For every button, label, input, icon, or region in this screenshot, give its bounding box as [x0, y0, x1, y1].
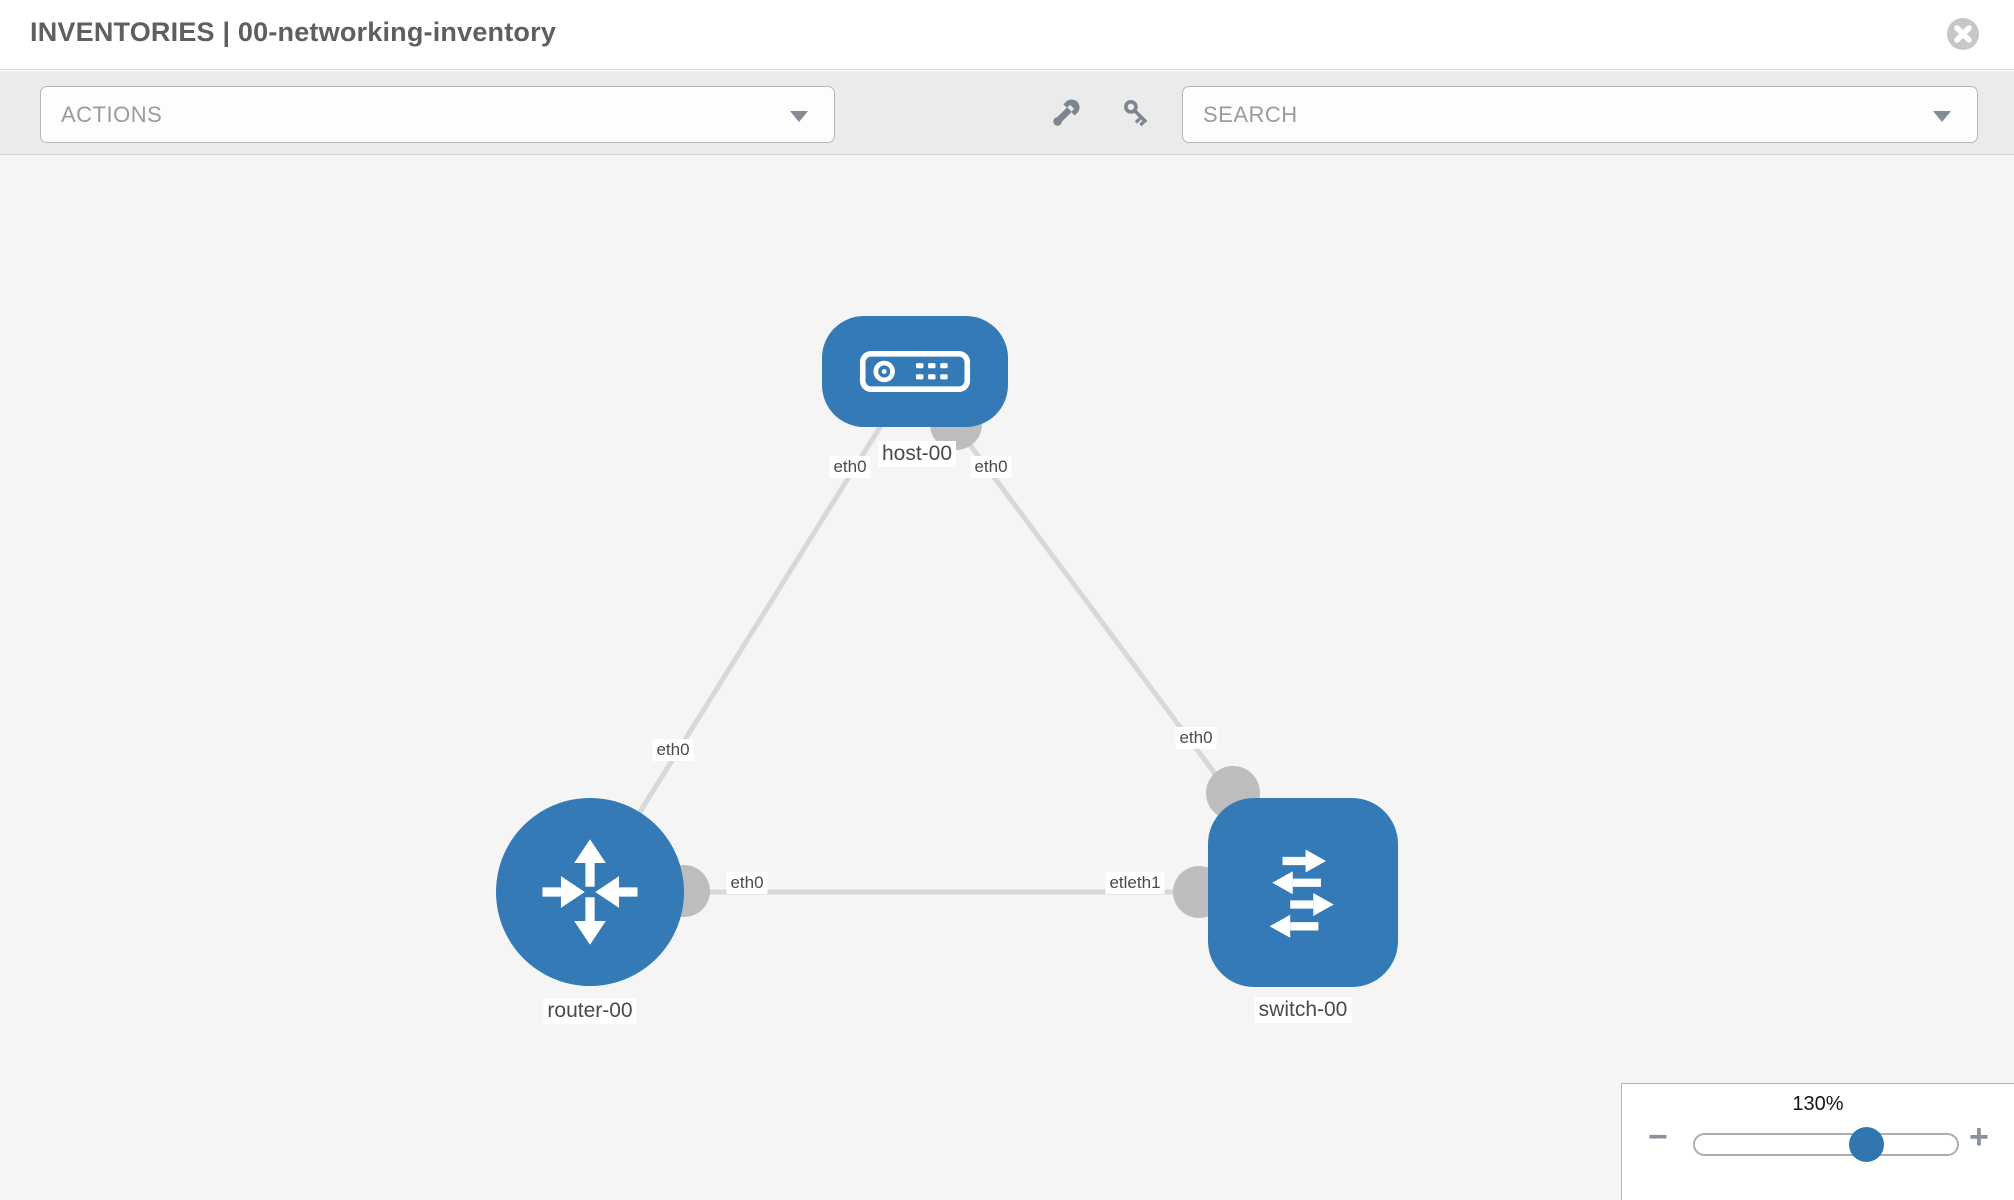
node-label-switch: switch-00: [1254, 997, 1352, 1023]
actions-dropdown[interactable]: ACTIONS: [40, 86, 835, 143]
search-placeholder: SEARCH: [1203, 101, 1298, 127]
zoom-level-value: 130%: [1792, 1093, 1844, 1115]
toolbar: ACTIONS SEARCH: [0, 71, 2014, 155]
wrench-icon[interactable]: [1048, 95, 1084, 136]
if-label-router-right-eth0: eth0: [726, 872, 768, 894]
zoom-slider-thumb[interactable]: [1849, 1127, 1884, 1162]
if-label-switch-left-eth1: etleth1: [1105, 872, 1165, 894]
if-label-router-top-eth0: eth0: [652, 739, 694, 761]
topology-canvas[interactable]: [0, 155, 2014, 1200]
host-device-icon: [859, 350, 971, 393]
router-arrows-icon: [542, 839, 638, 945]
node-label-host: host-00: [877, 441, 957, 467]
close-icon[interactable]: [1946, 17, 1980, 51]
zoom-out-button[interactable]: −: [1648, 1118, 1668, 1156]
chevron-down-icon: [790, 111, 808, 122]
zoom-slider-track[interactable]: [1693, 1127, 1959, 1162]
header-bar: INVENTORIES | 00-networking-inventory: [0, 0, 2014, 70]
node-host-00[interactable]: [822, 316, 1008, 427]
actions-dropdown-label: ACTIONS: [61, 101, 163, 127]
key-icon[interactable]: [1119, 95, 1155, 136]
node-router-00[interactable]: [496, 798, 684, 986]
if-label-host-eth0-right: eth0: [970, 456, 1012, 478]
zoom-in-button[interactable]: +: [1969, 1118, 1989, 1156]
if-label-host-eth0-left: eth0: [829, 456, 871, 478]
chevron-down-icon: [1933, 111, 1951, 122]
node-label-router: router-00: [543, 998, 637, 1024]
zoom-control-panel: 130% − +: [1621, 1083, 2014, 1200]
if-label-switch-top-eth0: eth0: [1175, 727, 1217, 749]
node-switch-00[interactable]: [1208, 798, 1398, 987]
switch-arrows-icon: [1269, 848, 1334, 938]
page-title: INVENTORIES | 00-networking-inventory: [30, 17, 557, 47]
search-dropdown[interactable]: SEARCH: [1182, 86, 1978, 143]
